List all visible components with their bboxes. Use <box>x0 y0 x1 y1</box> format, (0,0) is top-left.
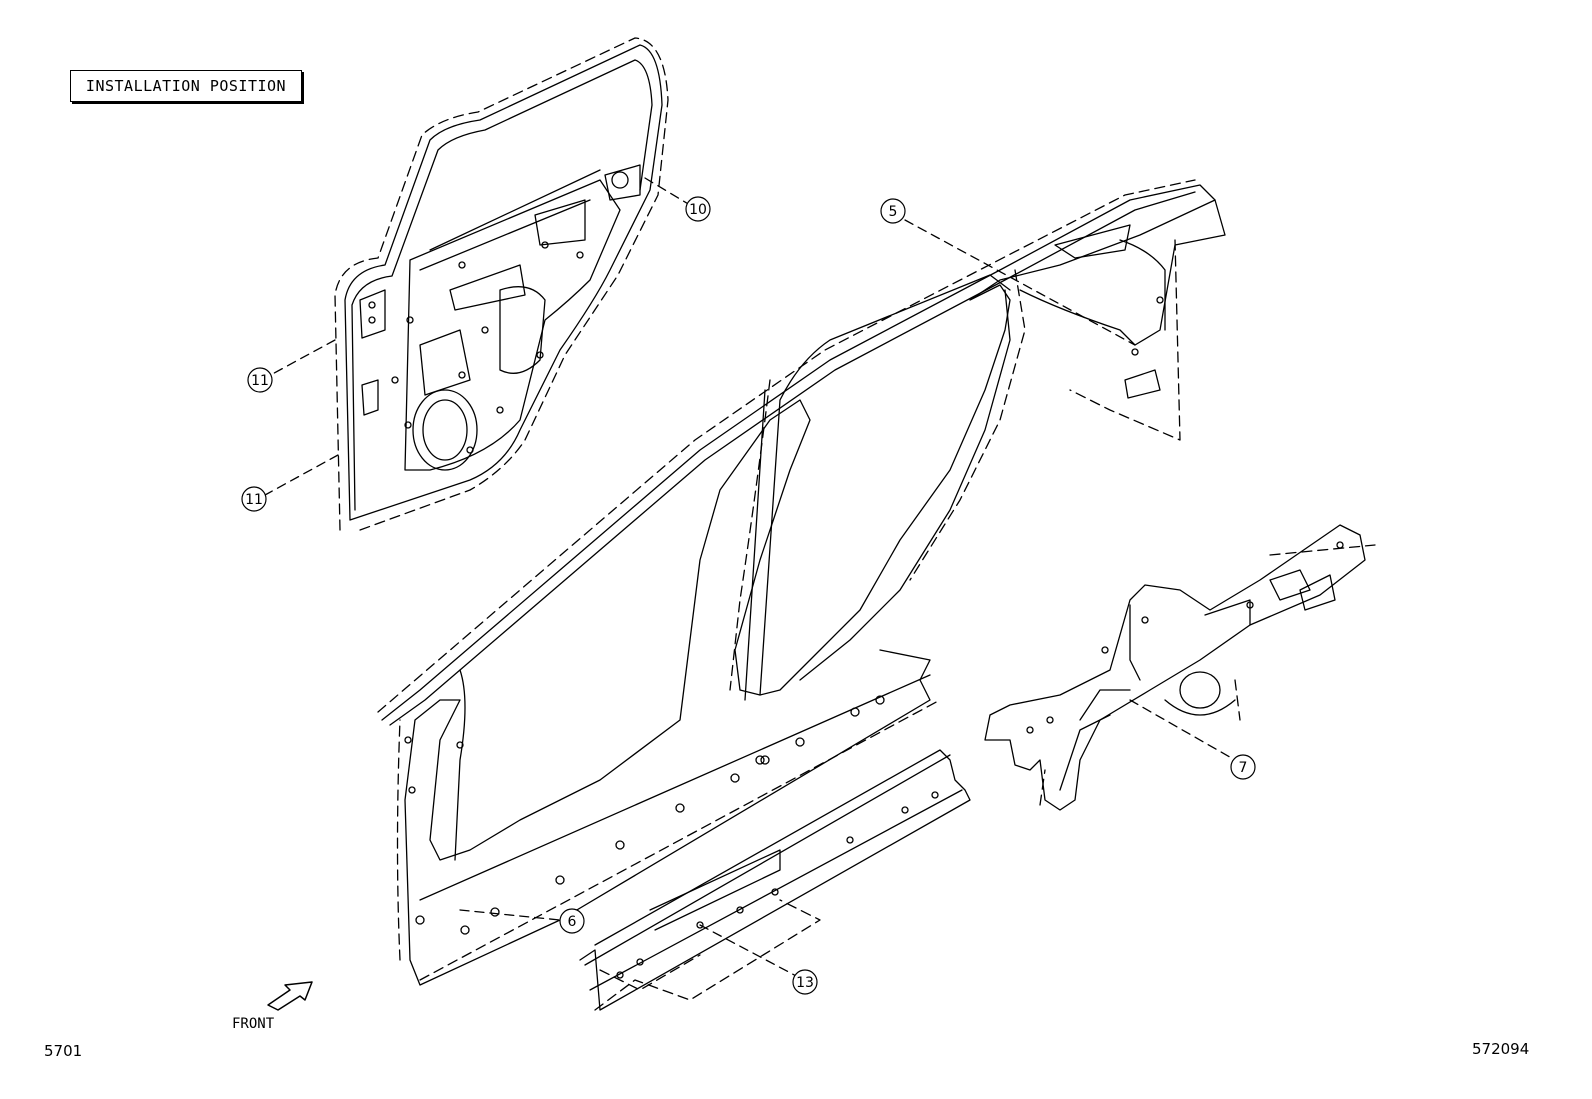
callout-11-upper-text: 11 <box>251 373 269 389</box>
callout-5-text: 5 <box>889 204 898 220</box>
callout-11-lower-text: 11 <box>245 492 263 508</box>
callout-10 <box>685 196 711 222</box>
rocker-reinforcement <box>579 749 971 1011</box>
callout-13-text: 13 <box>796 975 814 991</box>
rear-door-panel <box>344 44 663 521</box>
front-label: FRONT <box>232 1016 275 1032</box>
body-side-outer-panel <box>381 184 1226 986</box>
callout-5 <box>880 198 906 224</box>
callout-7 <box>1230 754 1256 780</box>
wheelhouse-dashed-outline <box>1039 544 1376 806</box>
leader-lines <box>264 177 1236 979</box>
callout-11-upper <box>247 367 273 393</box>
callout-13 <box>792 969 818 995</box>
rear-door-dashed-outline <box>334 37 669 531</box>
installation-position-title: INSTALLATION POSITION <box>70 70 302 102</box>
footer-right-code: 572094 <box>1472 1040 1530 1058</box>
front-arrow-icon <box>267 981 313 1011</box>
rear-wheelhouse-member <box>984 524 1366 811</box>
callout-10-text: 10 <box>689 202 707 218</box>
callout-6-text: 6 <box>568 914 577 930</box>
callout-11-lower <box>241 486 267 512</box>
footer-left-code: 5701 <box>44 1042 83 1060</box>
callout-6 <box>559 908 585 934</box>
callout-7-text: 7 <box>1239 760 1248 776</box>
rocker-dashed-outline <box>594 899 821 1011</box>
body-side-dashed-outline <box>377 179 1196 981</box>
